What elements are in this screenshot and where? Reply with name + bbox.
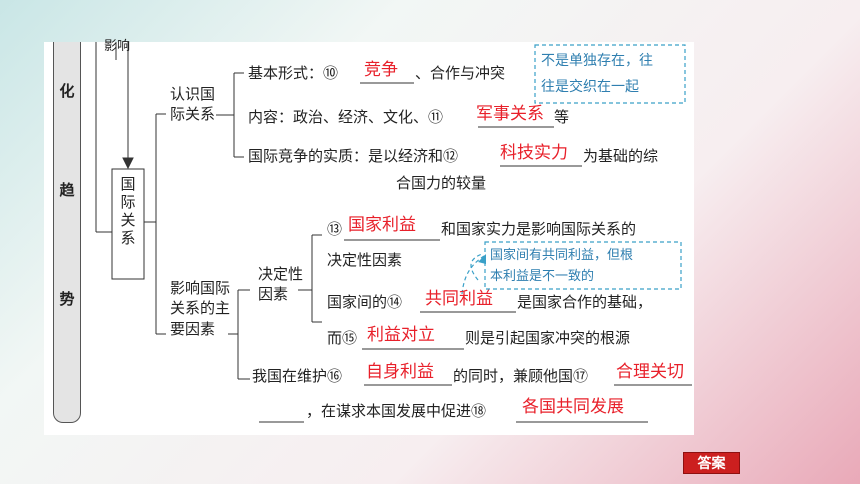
sidebar-bar: 化 趋 势 [53,42,81,423]
common-suffix: 是国家合作的基础， [517,293,653,311]
basic-form-prefix: 基本形式：⑩ [248,64,339,82]
basic-form-suffix: 、合作与冲突 [415,64,506,82]
answer-13: 国家利益 [348,215,416,235]
connector-lines [95,42,692,423]
competition-suffix: 为基础的综 [583,147,659,165]
answer-18: 各国共同发展 [522,397,624,417]
factors-label: 影响国际关系的主要因素 [170,279,231,338]
maintain-prefix: 我国在维护⑯ [252,367,343,385]
answer-10: 竞争 [364,60,398,80]
intl-relations-box-label: 国际关系 [120,175,136,247]
competition-prefix: 国际竞争的实质：是以经济和⑫ [248,147,459,165]
mindmap-panel: 化 趋 势 影响 国际关系 认识国际关系 影响国际关系的主要因素 决定性因素 基… [44,39,694,435]
answer-16: 自身利益 [366,362,434,382]
conflict-prefix: 而⑮ [327,329,358,347]
maintain-line2: ，在谋求本国发展中促进⑱ [306,402,487,420]
note2-line1: 国家间有共同利益，但根 [490,248,634,263]
answer-17: 合理关切 [616,362,684,382]
answer-12: 科技实力 [500,143,568,163]
answer-button[interactable]: 答案 [683,452,740,474]
note1-line2: 往是交织在一起 [541,79,639,95]
answer-14: 共同利益 [425,289,493,309]
answer-15: 利益对立 [367,325,435,345]
content-suffix: 等 [554,108,570,126]
sidebar-char: 趋 [59,181,75,199]
sidebar-char: 化 [59,82,75,100]
national-interest-suffix: 和国家实力是影响国际关系的 [441,220,637,238]
note1-line1: 不是单独存在，往 [541,53,653,69]
conflict-suffix: 则是引起国家冲突的根源 [465,329,631,347]
content-prefix: 内容：政治、经济、文化、⑪ [248,108,444,126]
decisive-label: 决定性因素 [258,265,304,304]
maintain-middle: 的同时，兼顾他国⑰ [453,367,589,385]
influence-label: 影响 [104,39,131,54]
common-prefix: 国家间的⑭ [327,293,403,311]
answer-11: 军事关系 [476,104,544,124]
recognize-label: 认识国际关系 [170,85,216,124]
number-13: ⑬ [327,220,343,238]
sidebar-char: 势 [59,290,75,308]
decisive-line2: 决定性因素 [327,251,403,269]
note2-line2: 本利益是不一致的 [490,269,595,284]
competition-line2: 合国力的较量 [396,174,487,192]
